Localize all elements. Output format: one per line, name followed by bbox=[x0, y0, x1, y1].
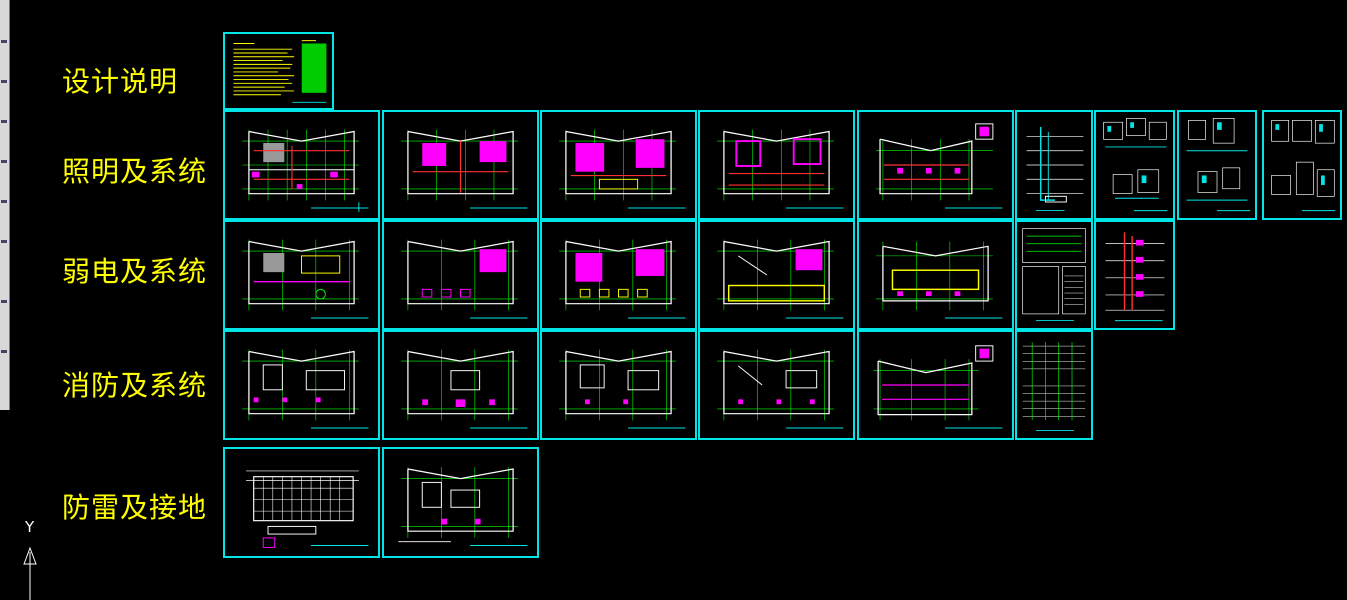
low-voltage-floor-plan bbox=[717, 239, 844, 319]
sheet-fire-roof[interactable] bbox=[857, 330, 1014, 440]
sheet-lightning-roof[interactable] bbox=[223, 447, 380, 558]
low-voltage-floor-plan bbox=[242, 239, 369, 319]
fire-alarm-system-diagram bbox=[1022, 342, 1086, 432]
lighting-system-diagram bbox=[1103, 118, 1168, 212]
lighting-riser-diagram bbox=[1026, 127, 1084, 212]
toolbar-icon[interactable] bbox=[1, 160, 7, 163]
toolbar-icon[interactable] bbox=[1, 40, 7, 43]
sheet-lighting-riser[interactable] bbox=[1015, 110, 1093, 220]
sheet-lighting-roof[interactable] bbox=[857, 110, 1014, 220]
section-label-fire: 消防及系统 bbox=[62, 369, 208, 402]
left-toolbar-strip[interactable] bbox=[0, 0, 10, 410]
fire-alarm-floor-plan bbox=[559, 349, 686, 429]
sheet-lighting-3f[interactable] bbox=[540, 110, 697, 220]
low-voltage-floor-plan bbox=[559, 239, 686, 319]
lightning-protection-plan bbox=[246, 470, 369, 548]
sheet-design-notes[interactable] bbox=[223, 32, 334, 110]
ucs-axis-icon bbox=[23, 546, 37, 600]
toolbar-icon[interactable] bbox=[1, 80, 7, 83]
sheet-fire-2f[interactable] bbox=[382, 330, 539, 440]
ucs-y-label: Y bbox=[25, 518, 35, 536]
low-voltage-riser-diagram bbox=[1105, 232, 1165, 322]
grounding-plan bbox=[398, 467, 528, 547]
toolbar-icon[interactable] bbox=[1, 300, 7, 303]
sheet-weak-system[interactable] bbox=[1015, 220, 1093, 330]
lighting-floor-plan bbox=[401, 129, 528, 209]
sheet-lighting-system-1[interactable] bbox=[1094, 110, 1175, 220]
sheet-weak-1f[interactable] bbox=[223, 220, 380, 330]
toolbar-icon[interactable] bbox=[1, 120, 7, 123]
lighting-floor-plan bbox=[717, 129, 844, 209]
sheet-fire-system[interactable] bbox=[1015, 330, 1093, 440]
lighting-floor-plan bbox=[876, 123, 1003, 209]
sheet-weak-roof[interactable] bbox=[857, 220, 1014, 330]
fire-alarm-floor-plan bbox=[242, 349, 369, 429]
sheet-fire-4f[interactable] bbox=[698, 330, 855, 440]
sheet-weak-riser[interactable] bbox=[1094, 220, 1175, 330]
sheet-fire-1f[interactable] bbox=[223, 330, 380, 440]
toolbar-icon[interactable] bbox=[1, 240, 7, 243]
section-label-lightning: 防雷及接地 bbox=[62, 491, 208, 524]
design-notes-drawing bbox=[230, 38, 327, 103]
lighting-system-diagram bbox=[1271, 120, 1336, 212]
sheet-weak-4f[interactable] bbox=[698, 220, 855, 330]
sheet-lighting-1f[interactable] bbox=[223, 110, 380, 220]
sheet-lighting-system-2[interactable] bbox=[1177, 110, 1257, 220]
sheet-lighting-2f[interactable] bbox=[382, 110, 539, 220]
lighting-floor-plan bbox=[559, 129, 686, 209]
toolbar-icon[interactable] bbox=[1, 350, 7, 353]
fire-alarm-floor-plan bbox=[873, 345, 1003, 429]
sheet-weak-3f[interactable] bbox=[540, 220, 697, 330]
low-voltage-floor-plan bbox=[876, 241, 1003, 319]
low-voltage-floor-plan bbox=[401, 239, 528, 319]
sheet-fire-3f[interactable] bbox=[540, 330, 697, 440]
sheet-grounding[interactable] bbox=[382, 447, 539, 558]
sheet-lighting-4f[interactable] bbox=[698, 110, 855, 220]
fire-alarm-floor-plan bbox=[717, 349, 844, 429]
section-label-low-voltage: 弱电及系统 bbox=[62, 255, 208, 288]
section-label-lighting: 照明及系统 bbox=[62, 155, 208, 188]
sheet-weak-2f[interactable] bbox=[382, 220, 539, 330]
fire-alarm-floor-plan bbox=[401, 349, 528, 429]
lighting-floor-plan bbox=[242, 129, 369, 212]
sheet-lighting-system-3[interactable] bbox=[1262, 110, 1342, 220]
toolbar-icon[interactable] bbox=[1, 200, 7, 203]
section-label-design-notes: 设计说明 bbox=[62, 65, 179, 98]
low-voltage-system-diagram bbox=[1022, 228, 1086, 322]
lighting-system-diagram bbox=[1186, 118, 1251, 212]
